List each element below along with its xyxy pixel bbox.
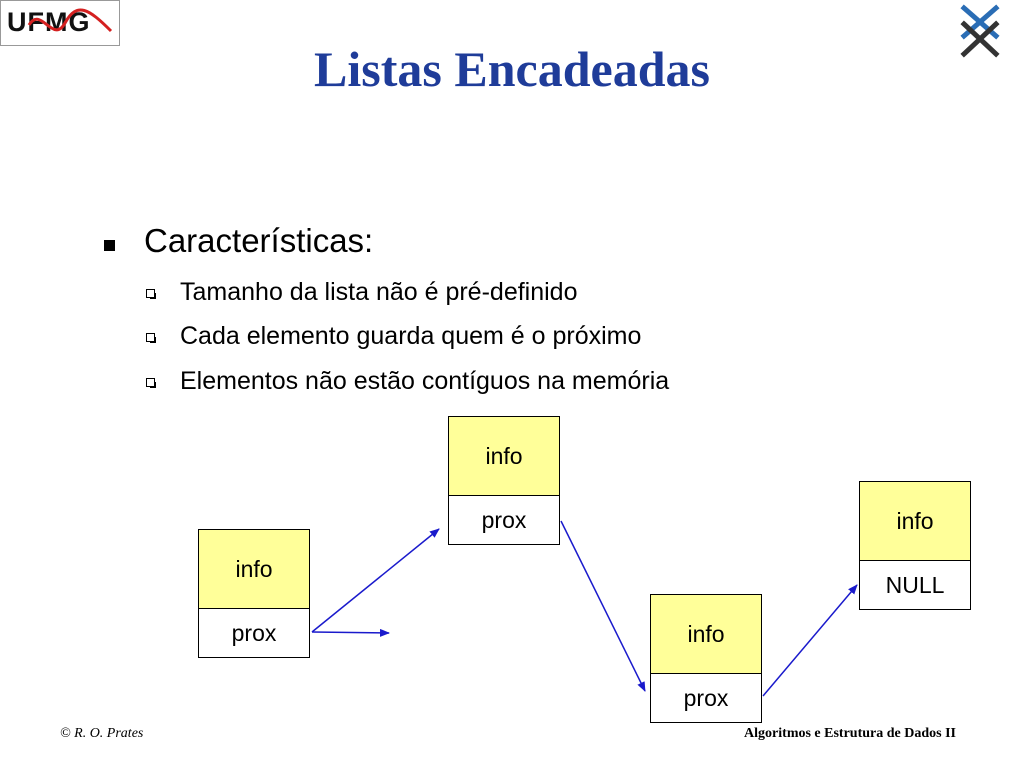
node-next-cell: prox [448,496,560,545]
node-next-cell: prox [650,674,762,723]
hollow-square-bullet-icon [146,378,156,388]
ufmg-logo: UFMG [0,0,120,46]
sub-bullet-text: Cada elemento guarda quem é o próximo [180,322,642,350]
pointer-arrow [311,628,390,637]
sub-bullet-text: Tamanho da lista não é pré-definido [180,278,578,306]
ufmg-logo-wave [27,8,113,33]
pointer-arrow [560,520,646,692]
hollow-square-bullet-icon [146,289,156,299]
pointer-arrow [311,528,440,633]
list-node: info prox [650,594,762,723]
node-info-cell: info [448,416,560,496]
list-node: info prox [198,529,310,658]
node-info-cell: info [198,529,310,609]
footer-author: © R. O. Prates [60,726,144,741]
dcc-logo-icon [960,4,1000,58]
square-bullet-icon [104,240,115,251]
list-node: info prox [448,416,560,545]
footer-course: Algoritmos e Estrutura de Dados II [744,726,956,741]
node-next-cell: prox [198,609,310,658]
hollow-square-bullet-icon [146,333,156,343]
node-next-cell: NULL [859,561,971,610]
slide-title: Listas Encadeadas [314,41,710,97]
node-info-cell: info [859,481,971,561]
list-node: info NULL [859,481,971,610]
node-info-cell: info [650,594,762,674]
pointer-arrow [762,584,858,697]
main-bullet-text: Características: [144,222,374,259]
sub-bullet-text: Elementos não estão contíguos na memória [180,367,670,395]
